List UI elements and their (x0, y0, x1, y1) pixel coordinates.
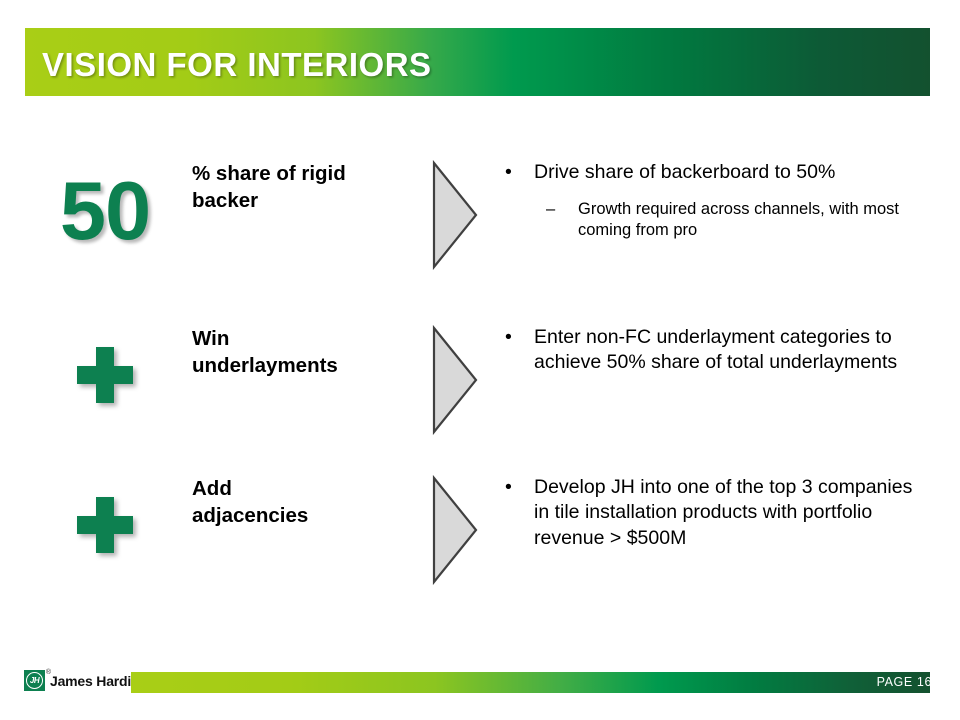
plus-icon (77, 497, 133, 553)
triangle-right-icon (432, 160, 484, 270)
bullet-item: • Enter non-FC underlayment categories t… (500, 325, 932, 376)
bullet-text: Drive share of backerboard to 50% (534, 161, 836, 183)
footer-bar (131, 672, 930, 693)
logo-monogram: JH (26, 672, 43, 689)
triangle-right-icon (432, 325, 484, 435)
row-2-label-line-1: Win (192, 327, 230, 350)
row-1-label-line-2: backer (192, 189, 259, 213)
bullet-item: • Drive share of backerboard to 50% (500, 160, 932, 185)
triangle-right-icon (432, 475, 484, 585)
bullet-marker-icon: • (505, 326, 512, 348)
page-title: VISION FOR INTERIORS (42, 46, 432, 83)
brand-name: James Hardie (50, 672, 139, 689)
bullet-text: Enter non-FC underlayment categories to … (534, 326, 898, 374)
row-2-arrow-cell (432, 325, 484, 435)
row-3-bullets: • Develop JH into one of the top 3 compa… (500, 475, 932, 551)
row-3-arrow-cell (432, 475, 484, 585)
row-2-icon-cell (30, 325, 180, 425)
row-3-label: Add adjacencies (192, 475, 417, 529)
row-1-icon-cell: 50 (30, 160, 180, 260)
stat-number-50: 50 (59, 163, 151, 257)
row-1-label: % share of rigid backer (192, 160, 417, 214)
row-3-icon-cell (30, 475, 180, 575)
row-1-arrow-cell (432, 160, 484, 270)
bullet-item: • Develop JH into one of the top 3 compa… (500, 475, 932, 551)
content-row-1: 50 % share of rigid backer • Drive share… (0, 160, 960, 290)
james-hardie-logo-icon: JH ® (24, 669, 51, 691)
content-row-2: Win underlayments • Enter non-FC underla… (0, 325, 960, 450)
row-2-label-line-2: underlayments (192, 354, 338, 378)
plus-icon (77, 347, 133, 403)
bullet-marker-icon: • (505, 476, 512, 498)
sub-bullet-text: Growth required across channels, with mo… (578, 200, 899, 240)
row-1-label-line-1: % share of rigid (192, 162, 346, 185)
row-3-label-line-2: adjacencies (192, 504, 309, 528)
brand-logo: JH ® James Hardie (24, 669, 139, 691)
row-3-label-line-1: Add (192, 477, 232, 500)
row-2-bullets: • Enter non-FC underlayment categories t… (500, 325, 932, 376)
registered-trademark-icon: ® (45, 669, 51, 676)
bullet-marker-icon: • (505, 161, 512, 183)
row-1-bullets: • Drive share of backerboard to 50% – Gr… (500, 160, 932, 242)
page-number: PAGE 16 (876, 675, 932, 689)
content-row-3: Add adjacencies • Develop JH into one of… (0, 475, 960, 600)
row-2-label: Win underlayments (192, 325, 417, 379)
bullet-text: Develop JH into one of the top 3 compani… (534, 476, 913, 549)
sub-bullet-item: – Growth required across channels, with … (546, 199, 932, 241)
sub-bullet-marker-icon: – (546, 200, 556, 219)
header-bar (25, 28, 930, 96)
